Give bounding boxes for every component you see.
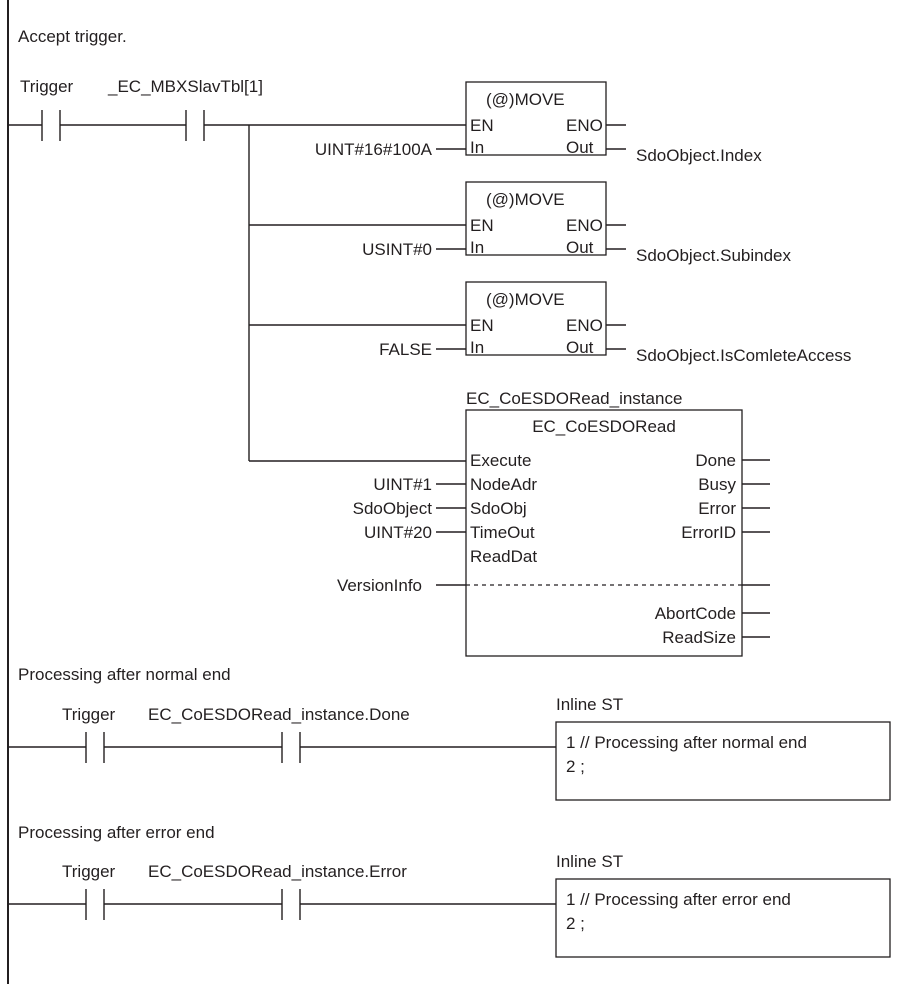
svg-text:Done: Done — [695, 451, 736, 470]
fb-nodeadr-value: UINT#1 — [373, 475, 432, 494]
rung2-contact-done[interactable] — [281, 732, 301, 763]
move2-in-value: USINT#0 — [362, 240, 432, 259]
rung3-inline-st-box[interactable]: 1 // Processing after error end 2 ; — [555, 878, 891, 958]
svg-text:AbortCode: AbortCode — [655, 604, 736, 623]
svg-text:SdoObj: SdoObj — [470, 499, 527, 518]
svg-text:NodeAdr: NodeAdr — [470, 475, 537, 494]
svg-text:EN: EN — [470, 316, 494, 335]
svg-text:ENO: ENO — [566, 116, 603, 135]
svg-text:Execute: Execute — [470, 451, 531, 470]
svg-text:EN: EN — [470, 216, 494, 235]
rung2-contact2-label: EC_CoESDORead_instance.Done — [148, 705, 410, 724]
rung2-contact-trigger[interactable] — [85, 732, 105, 763]
svg-text:ReadDat: ReadDat — [470, 547, 537, 566]
contact-trigger-label: Trigger — [20, 77, 74, 96]
contact-mbxslavtbl-label: _EC_MBXSlavTbl[1] — [107, 77, 263, 96]
svg-text:Busy: Busy — [698, 475, 736, 494]
contact-mbxslavtbl[interactable] — [185, 110, 205, 141]
fb-ec-coesdoread[interactable]: EC_CoESDORead Execute NodeAdr SdoObj Tim… — [465, 409, 743, 657]
contact-trigger[interactable] — [41, 110, 61, 141]
move3-in-value: FALSE — [379, 340, 432, 359]
fb-instance-name: EC_CoESDORead_instance — [466, 389, 682, 408]
svg-text:Out: Out — [566, 338, 594, 357]
fb-sdoobj-value: SdoObject — [353, 499, 433, 518]
svg-text:ENO: ENO — [566, 216, 603, 235]
rung3-comment: Processing after error end — [18, 823, 215, 842]
svg-text:ReadSize: ReadSize — [662, 628, 736, 647]
svg-text:In: In — [470, 238, 484, 257]
rung3-contact-trigger[interactable] — [85, 889, 105, 920]
rung2-inline-st-box[interactable]: 1 // Processing after normal end 2 ; — [555, 721, 891, 801]
move-block-iscompleteaccess[interactable]: (@)MOVE EN ENO In Out — [465, 281, 607, 357]
svg-text:EN: EN — [470, 116, 494, 135]
rung2-contact1-label: Trigger — [62, 705, 116, 724]
rung3-contact1-label: Trigger — [62, 862, 116, 881]
rung2-inline-st-title: Inline ST — [556, 695, 623, 714]
rung1-comment: Accept trigger. — [18, 27, 127, 46]
move1-in-value: UINT#16#100A — [315, 140, 433, 159]
fb-readdat-value: VersionInfo — [337, 576, 422, 595]
svg-text:1 // Processing after error e: 1 // Processing after error end — [566, 890, 791, 909]
svg-text:ErrorID: ErrorID — [681, 523, 736, 542]
svg-text:In: In — [470, 138, 484, 157]
rung3-contact2-label: EC_CoESDORead_instance.Error — [148, 862, 407, 881]
move-block-subindex[interactable]: (@)MOVE EN ENO In Out — [465, 181, 607, 257]
svg-text:1 // Processing after normal: 1 // Processing after normal end — [566, 733, 807, 752]
rung2-comment: Processing after normal end — [18, 665, 231, 684]
rung3-contact-error[interactable] — [281, 889, 301, 920]
fb-type: EC_CoESDORead — [532, 417, 676, 436]
move1-out-target: SdoObject.Index — [636, 146, 762, 165]
svg-text:ENO: ENO — [566, 316, 603, 335]
move3-out-target: SdoObject.IsComleteAccess — [636, 346, 851, 365]
fb-timeout-value: UINT#20 — [364, 523, 432, 542]
svg-text:(@)MOVE: (@)MOVE — [486, 290, 565, 309]
svg-text:In: In — [470, 338, 484, 357]
svg-text:2 ;: 2 ; — [566, 757, 585, 776]
svg-text:TimeOut: TimeOut — [470, 523, 535, 542]
svg-text:Error: Error — [698, 499, 736, 518]
svg-text:2 ;: 2 ; — [566, 914, 585, 933]
rung3-inline-st-title: Inline ST — [556, 852, 623, 871]
svg-text:Out: Out — [566, 238, 594, 257]
move2-out-target: SdoObject.Subindex — [636, 246, 791, 265]
svg-text:(@)MOVE: (@)MOVE — [486, 90, 565, 109]
svg-text:Out: Out — [566, 138, 594, 157]
move-block-index[interactable]: (@)MOVE EN ENO In Out — [465, 81, 607, 157]
svg-text:(@)MOVE: (@)MOVE — [486, 190, 565, 209]
